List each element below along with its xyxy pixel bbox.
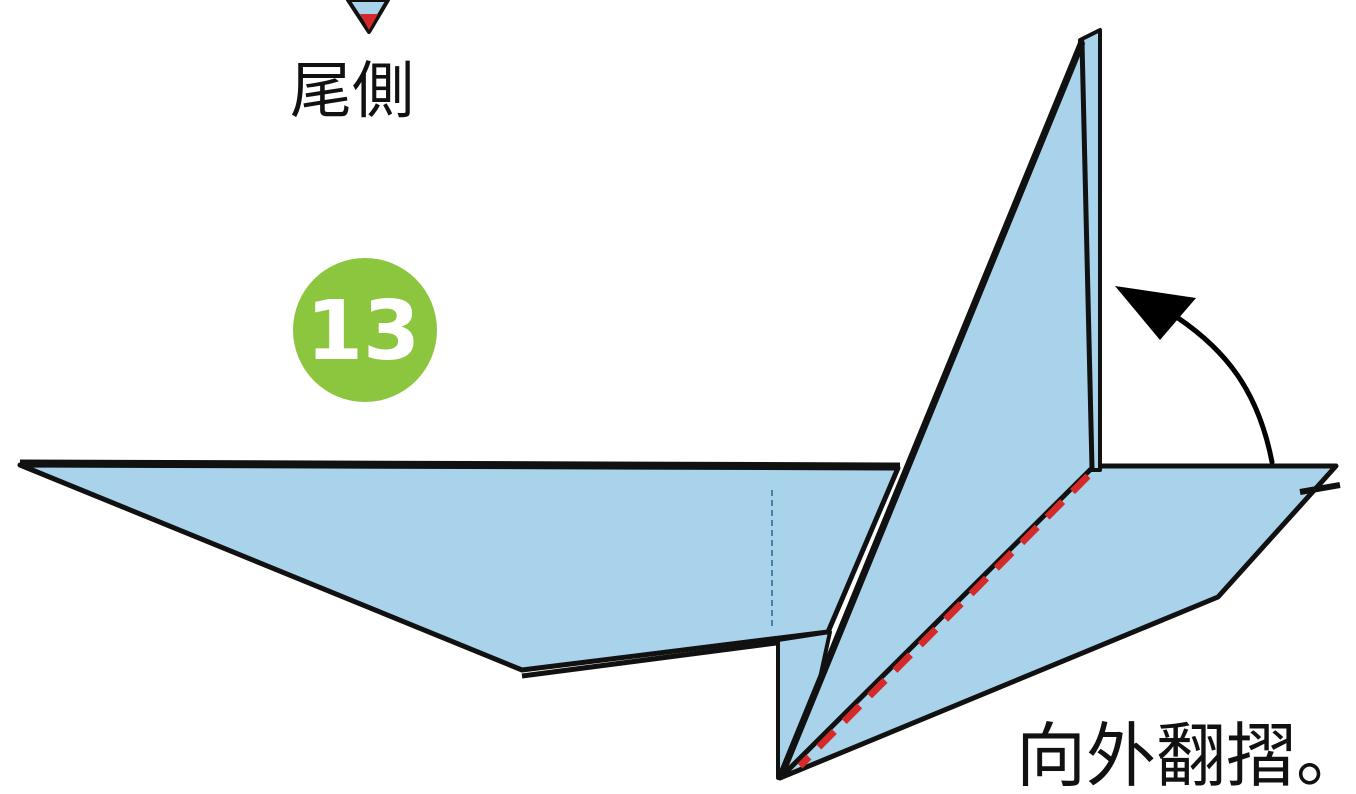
fold-arrow (1115, 286, 1275, 465)
tail-pointer-tip (360, 14, 378, 30)
tail-pointer (346, 0, 390, 34)
curved-arrow-icon (1175, 315, 1275, 465)
step-badge: 13 (293, 258, 437, 402)
fold-line-red (797, 473, 1091, 769)
step-number: 13 (306, 284, 420, 379)
folded-model (17, 28, 1341, 781)
left-wing-top-edge (19, 459, 901, 470)
arrow-head (1115, 286, 1196, 340)
right-wing-back-edge (1299, 482, 1341, 495)
instruction-label: 向外翻摺。 (1016, 715, 1356, 794)
step-badge-circle (293, 258, 437, 402)
left-wing (17, 462, 901, 673)
neck-thick-edge (776, 40, 1086, 780)
tail-side-label: 尾側 (290, 54, 414, 127)
